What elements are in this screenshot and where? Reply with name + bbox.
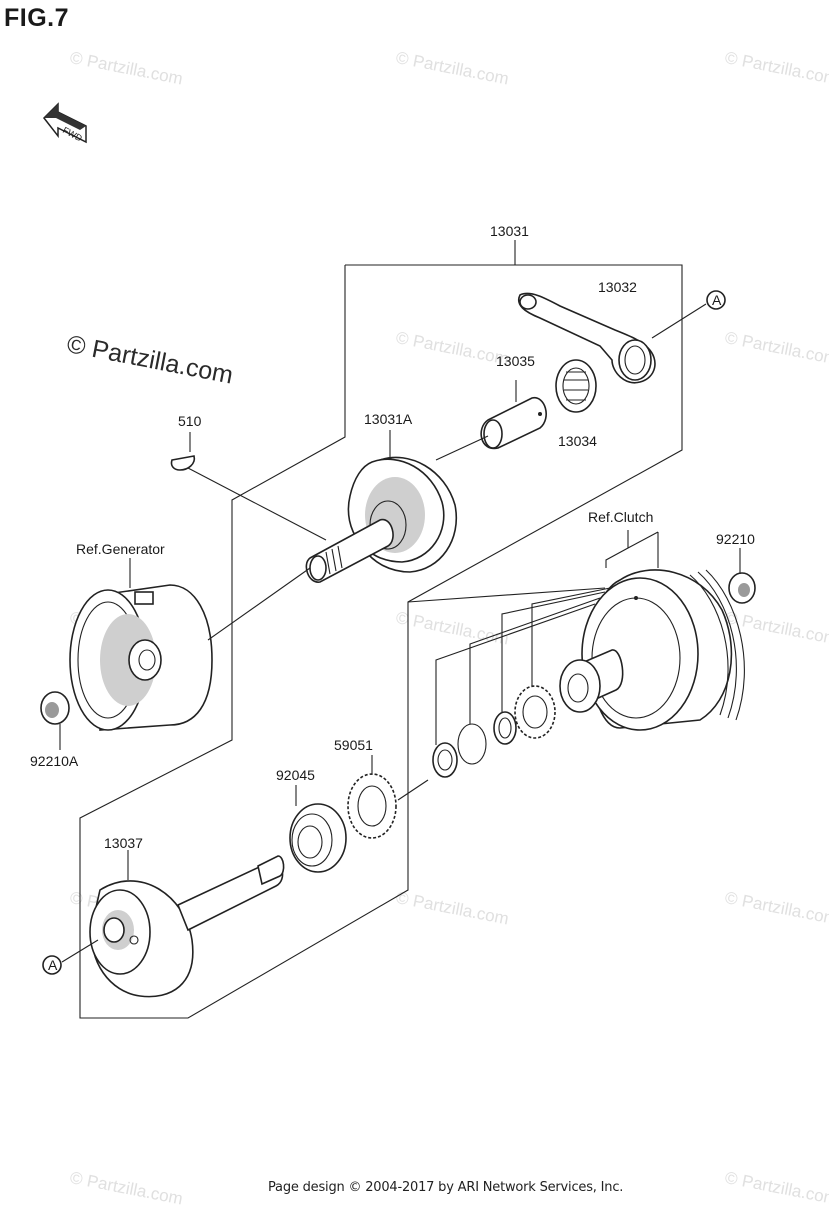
nut-92210 <box>728 572 756 604</box>
label-13035: 13035 <box>496 353 535 369</box>
snap-ring <box>457 723 487 765</box>
woodruff-key <box>170 455 196 471</box>
connecting-rod <box>518 292 656 384</box>
generator-rotor <box>69 584 213 731</box>
washer-ring <box>493 711 517 745</box>
ref-a-bottom <box>42 955 62 975</box>
label-13031: 13031 <box>490 223 529 239</box>
crank-pin <box>480 397 547 450</box>
ball-bearing-92045 <box>289 803 347 873</box>
footer-copyright: Page design © 2004-2017 by ARI Network S… <box>268 1180 624 1195</box>
label-13037: 13037 <box>104 835 143 851</box>
label-13031a: 13031A <box>364 411 413 427</box>
fwd-arrow-icon: FWD <box>43 102 87 144</box>
ref-a-top <box>706 290 726 310</box>
ref-a-top-label: A <box>712 292 722 308</box>
needle-bearing <box>555 359 597 413</box>
label-510: 510 <box>178 413 202 429</box>
assembly-frame-upper <box>79 264 683 1019</box>
collar-ring <box>432 742 458 778</box>
figure-title: FIG.7 <box>4 4 70 32</box>
label-92045: 92045 <box>276 767 315 783</box>
label-ref-generator: Ref.Generator <box>76 541 165 557</box>
label-92210: 92210 <box>716 531 755 547</box>
label-ref-clutch: Ref.Clutch <box>588 509 653 525</box>
label-13034: 13034 <box>558 433 597 449</box>
crankshaft-half-13031a <box>305 456 458 583</box>
clutch-assembly <box>559 569 745 731</box>
label-13032: 13032 <box>598 279 637 295</box>
gear-59051 <box>347 773 397 839</box>
primary-gear <box>514 685 556 739</box>
label-92210a: 92210A <box>30 753 79 769</box>
crankshaft-half-13037 <box>89 855 285 998</box>
ref-a-bottom-label: A <box>48 957 58 973</box>
label-59051: 59051 <box>334 737 373 753</box>
nut-92210a <box>40 691 70 725</box>
